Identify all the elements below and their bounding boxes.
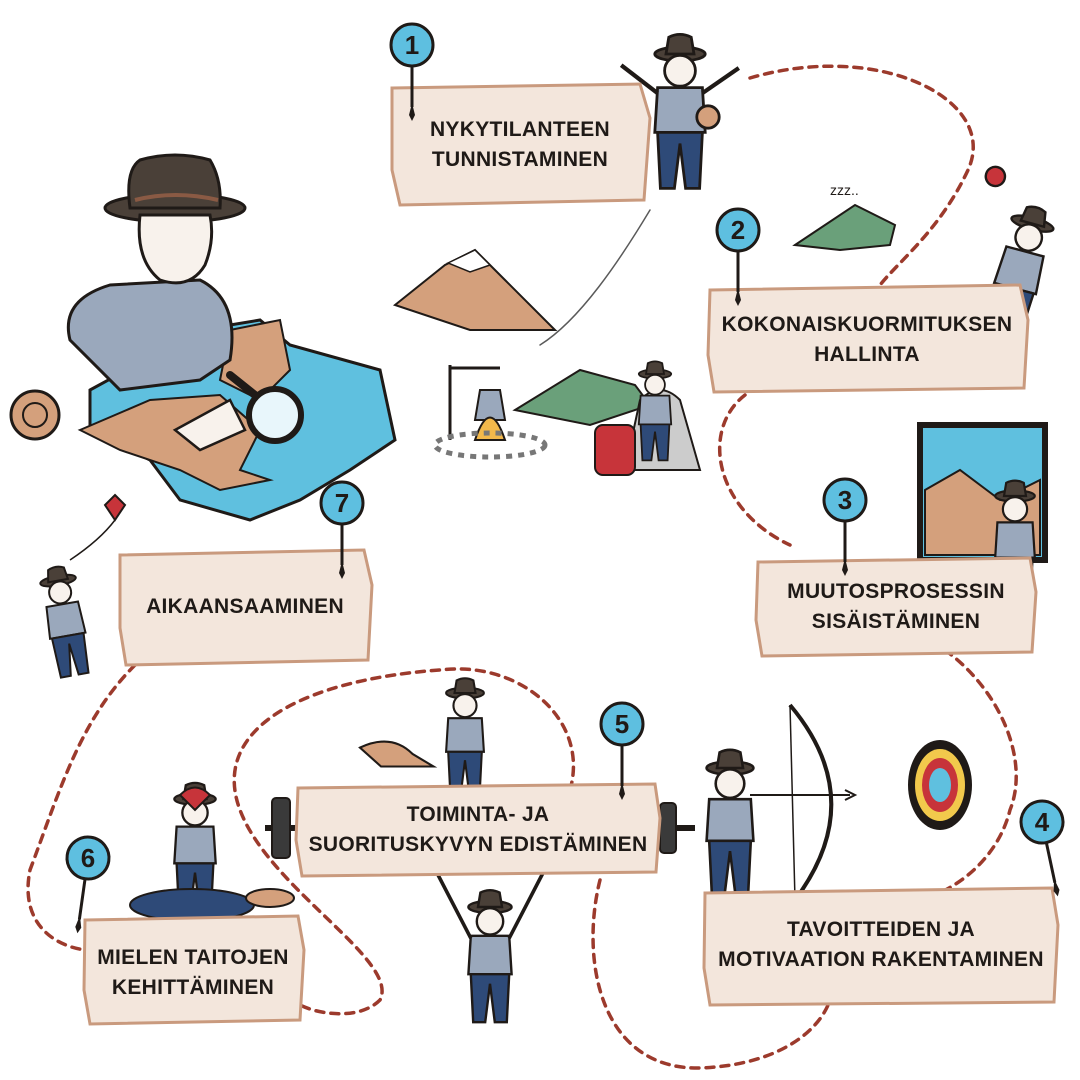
weightlifter	[434, 870, 546, 1024]
step-1-label: NYKYTILANTEEN TUNNISTAMINEN	[400, 110, 640, 180]
journey-path	[26, 64, 1018, 1070]
step-number-1: 1	[405, 30, 419, 60]
kite-icon	[103, 493, 127, 522]
step-2-label: KOKONAISKUORMITUKSEN HALLINTA	[712, 305, 1022, 375]
campfire-icon	[432, 365, 548, 460]
step-5-label: TOIMINTA- JA SUORITUSKYVYN EDISTÄMINEN	[300, 795, 656, 865]
sleep-text: zzz..	[830, 182, 859, 198]
banner-3	[754, 556, 1038, 658]
window-picture-icon	[917, 422, 1048, 603]
step-number-6: 6	[81, 843, 95, 873]
banner-5	[294, 782, 662, 878]
step-6-line1: MIELEN TAITOJEN	[97, 945, 289, 969]
step-6-label: MIELEN TAITOJEN KEHITTÄMINEN	[86, 935, 300, 1010]
step-4-label: TAVOITTEIDEN JA MOTIVAATION RAKENTAMINEN	[708, 905, 1054, 985]
step-banners	[82, 82, 1060, 1026]
step-3-line2: SISÄISTÄMINEN	[811, 610, 981, 633]
step-number-5: 5	[615, 709, 629, 739]
step-1-line1: NYKYTILANTEEN	[429, 118, 611, 141]
satchel-icon	[9, 389, 61, 441]
step-5-line2: SUORITUSKYVYN EDISTÄMINEN	[308, 833, 648, 856]
bow-icon	[788, 703, 834, 902]
meditating-explorer	[129, 781, 295, 922]
step-2-line1: KOKONAISKUORMITUKSEN	[721, 313, 1013, 336]
step-3-label: MUUTOSPROSESSIN SISÄISTÄMINEN	[760, 572, 1032, 642]
climber-with-apple	[980, 165, 1059, 342]
step-number-3: 3	[838, 485, 852, 515]
step-7-line1: AIKAANSAAMINEN	[146, 595, 344, 618]
campsite-scene	[392, 248, 702, 476]
step-5-line1: TOIMINTA- JA	[406, 803, 550, 826]
step-1-line2: TUNNISTAMINEN	[431, 148, 609, 171]
kite-climber	[36, 493, 127, 680]
target-icon	[908, 740, 972, 830]
banner-4	[702, 886, 1060, 1007]
archer-with-bow	[705, 703, 858, 902]
magnifier-icon	[226, 371, 304, 444]
step-number-7: 7	[335, 488, 349, 518]
sleeping-tent: zzz..	[792, 182, 897, 252]
step-4-line2: MOTIVAATION RAKENTAMINEN	[718, 948, 1044, 971]
step-number-2: 2	[731, 215, 745, 245]
wrestling-explorers	[358, 677, 485, 795]
step-2-line2: HALLINTA	[814, 343, 920, 366]
tent-icon	[512, 368, 652, 427]
step-3-line1: MUUTOSPROSESSIN	[787, 580, 1005, 603]
banner-7	[118, 548, 374, 667]
step-6-line2: KEHITTÄMINEN	[111, 975, 275, 999]
mountain-icon	[392, 248, 558, 331]
banner-1	[390, 82, 652, 207]
step-4-line1: TAVOITTEIDEN JA	[786, 918, 976, 941]
explorer-presenting	[619, 33, 740, 190]
banner-6	[82, 914, 306, 1026]
step-number-4: 4	[1035, 807, 1050, 837]
banner-2	[706, 283, 1030, 394]
explorer-reading-map	[9, 153, 397, 522]
step-7-label: AIKAANSAAMINEN	[122, 572, 368, 642]
